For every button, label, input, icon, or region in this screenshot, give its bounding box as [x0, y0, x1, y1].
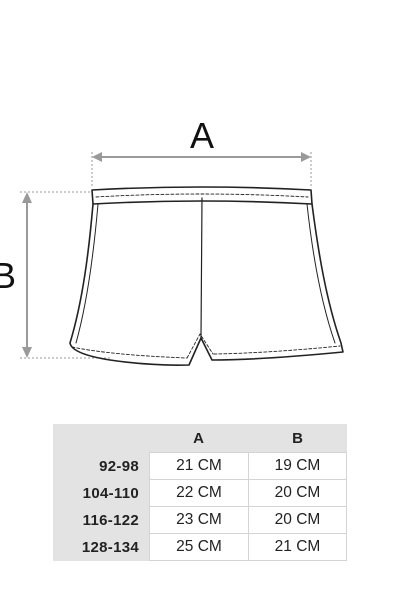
- dimension-b-arrow: [20, 191, 110, 359]
- size-label: 92-98: [99, 457, 139, 475]
- shorts-body: [69, 203, 344, 366]
- column-header-b: B: [292, 429, 303, 447]
- measurement-b: 20 CM: [248, 480, 347, 507]
- size-label: 128-134: [81, 539, 139, 556]
- column-header-a: A: [193, 429, 204, 447]
- size-column-header: [53, 424, 149, 452]
- center-seam: [200, 197, 203, 339]
- table-row: 116-122 23 CM 20 CM: [53, 507, 347, 534]
- shorts-outline: [69, 186, 344, 366]
- measurement-a: 22 CM: [149, 480, 248, 507]
- size-label: 104-110: [82, 485, 139, 502]
- table-row: 92-98 21 CM 19 CM: [53, 452, 347, 480]
- measurement-b: 19 CM: [248, 452, 347, 480]
- measurement-a: 23 CM: [149, 507, 248, 534]
- measurement-a: 21 CM: [149, 452, 248, 480]
- table-row: 128-134 25 CM 21 CM: [53, 534, 347, 561]
- size-table-header-row: A B: [53, 424, 347, 452]
- measurement-a: 25 CM: [149, 534, 248, 561]
- size-chart-table: A B 92-98 21 CM 19 CM 104-110 22 CM 20 C…: [53, 424, 347, 561]
- size-label: 116-122: [82, 512, 139, 529]
- dimension-a-label: A: [190, 115, 214, 156]
- measurement-b: 21 CM: [248, 534, 347, 561]
- table-row: 104-110 22 CM 20 CM: [53, 480, 347, 507]
- dimension-a-arrow: [91, 152, 312, 186]
- dimension-b-label: B: [0, 255, 16, 296]
- measurement-b: 20 CM: [248, 507, 347, 534]
